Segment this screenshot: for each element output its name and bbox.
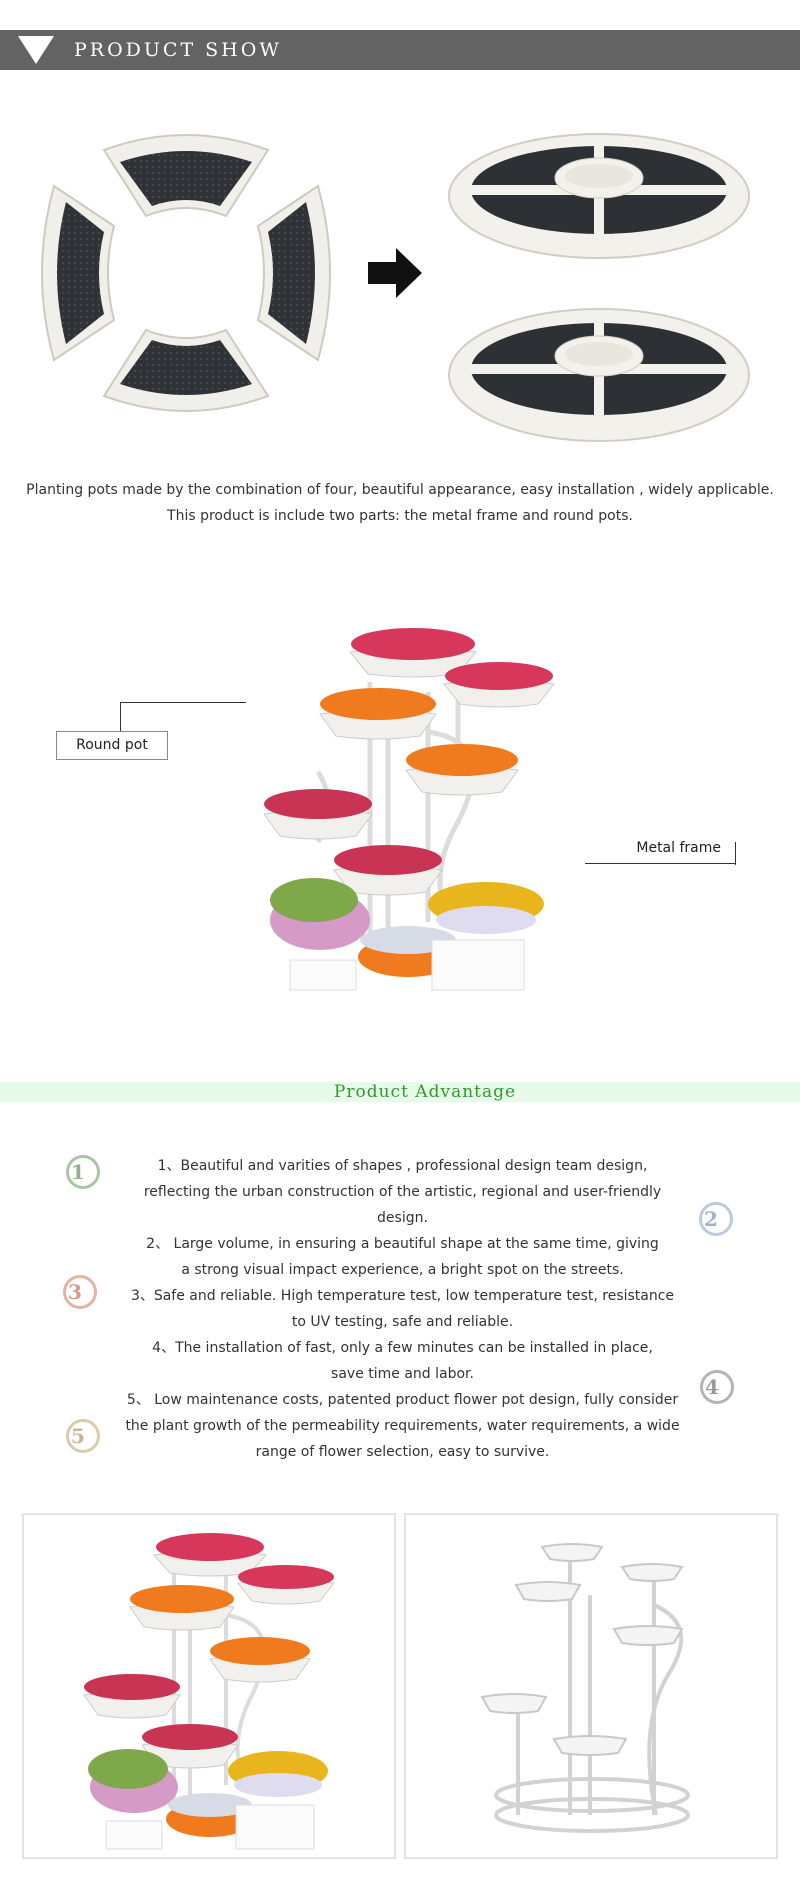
description-line: Planting pots made by the combination of…: [26, 482, 774, 498]
image-frame-metal-frame: [404, 1513, 778, 1859]
advantage-item: 1、Beautiful and varities of shapes , pro…: [143, 1158, 662, 1226]
assembled-pots-image: [448, 133, 750, 442]
number-badge-5: 5: [66, 1419, 100, 1453]
callout-line: [120, 702, 246, 703]
advantage-item: 3、Safe and reliable. High temperature te…: [130, 1288, 675, 1330]
advantage-item: 2、 Large volume, in ensuring a beautiful…: [146, 1236, 659, 1278]
advantage-band: [0, 1082, 800, 1102]
number-badge-1: 1: [66, 1155, 100, 1189]
number-badge-4: 4: [700, 1370, 734, 1404]
callout-line: [735, 842, 736, 865]
metal-frame-thumbnail: [480, 1543, 690, 1833]
product-description: Planting pots made by the combination of…: [0, 477, 800, 529]
round-pot-label: Round pot: [56, 731, 168, 760]
header-bar: [0, 30, 800, 70]
flower-stand-image: [263, 628, 555, 991]
flower-stand-thumbnail: [83, 1533, 335, 1850]
arrow-right-icon: [368, 248, 422, 298]
number-badge-3: 3: [63, 1275, 97, 1309]
advantage-item: 4、The installation of fast, only a few m…: [152, 1340, 653, 1382]
advantage-list: 1、Beautiful and varities of shapes , pro…: [125, 1153, 680, 1465]
metal-frame-label: Metal frame: [585, 834, 735, 864]
callout-line: [120, 702, 121, 731]
advantage-item: 5、 Low maintenance costs, patented produ…: [125, 1392, 680, 1460]
advantage-title: Product Advantage: [333, 1082, 517, 1102]
section-title: PRODUCT SHOW: [74, 39, 282, 61]
image-frame-flowers: [22, 1513, 396, 1859]
description-line: This product is include two parts: the m…: [167, 508, 633, 524]
pot-segments-image: [41, 134, 331, 412]
triangle-down-icon: [18, 36, 54, 64]
number-badge-2: 2: [699, 1202, 733, 1236]
